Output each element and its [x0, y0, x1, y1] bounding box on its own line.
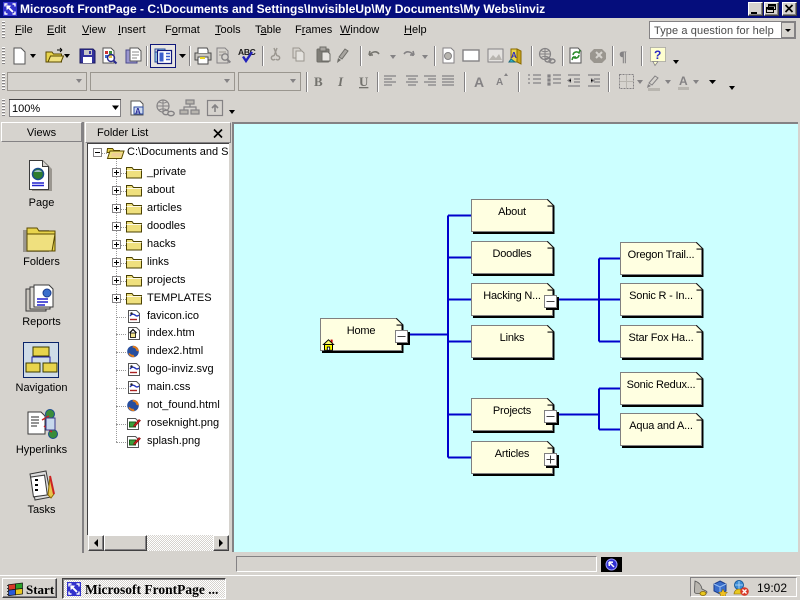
svg-text:A: A [135, 107, 141, 116]
svg-text:A: A [679, 74, 688, 88]
svg-text:About: About [498, 206, 526, 218]
svg-text:Aqua and A...: Aqua and A... [629, 420, 693, 432]
svg-text:¶: ¶ [619, 49, 627, 65]
svg-text:U: U [359, 74, 369, 89]
svg-text:Sonic R - In...: Sonic R - In... [629, 290, 693, 302]
svg-text:Oregon Trail...: Oregon Trail... [628, 249, 695, 261]
svg-text:A: A [511, 51, 517, 60]
svg-text:B: B [314, 74, 323, 89]
svg-text:Doodles: Doodles [493, 248, 533, 260]
svg-text:Sonic Redux...: Sonic Redux... [627, 379, 696, 391]
svg-text:Projects: Projects [493, 405, 532, 417]
svg-text:A: A [496, 77, 503, 88]
svg-text:ABC: ABC [238, 47, 256, 57]
svg-text:Articles: Articles [495, 448, 530, 460]
svg-text:I: I [337, 74, 344, 89]
svg-text:?: ? [654, 48, 661, 62]
svg-text:Home: Home [347, 325, 376, 337]
svg-text:A: A [474, 74, 484, 90]
svg-text:Hacking N...: Hacking N... [483, 290, 541, 302]
svg-text:100%: 100% [12, 103, 40, 115]
svg-text:Links: Links [500, 332, 525, 344]
svg-text:Star Fox Ha...: Star Fox Ha... [628, 332, 693, 344]
